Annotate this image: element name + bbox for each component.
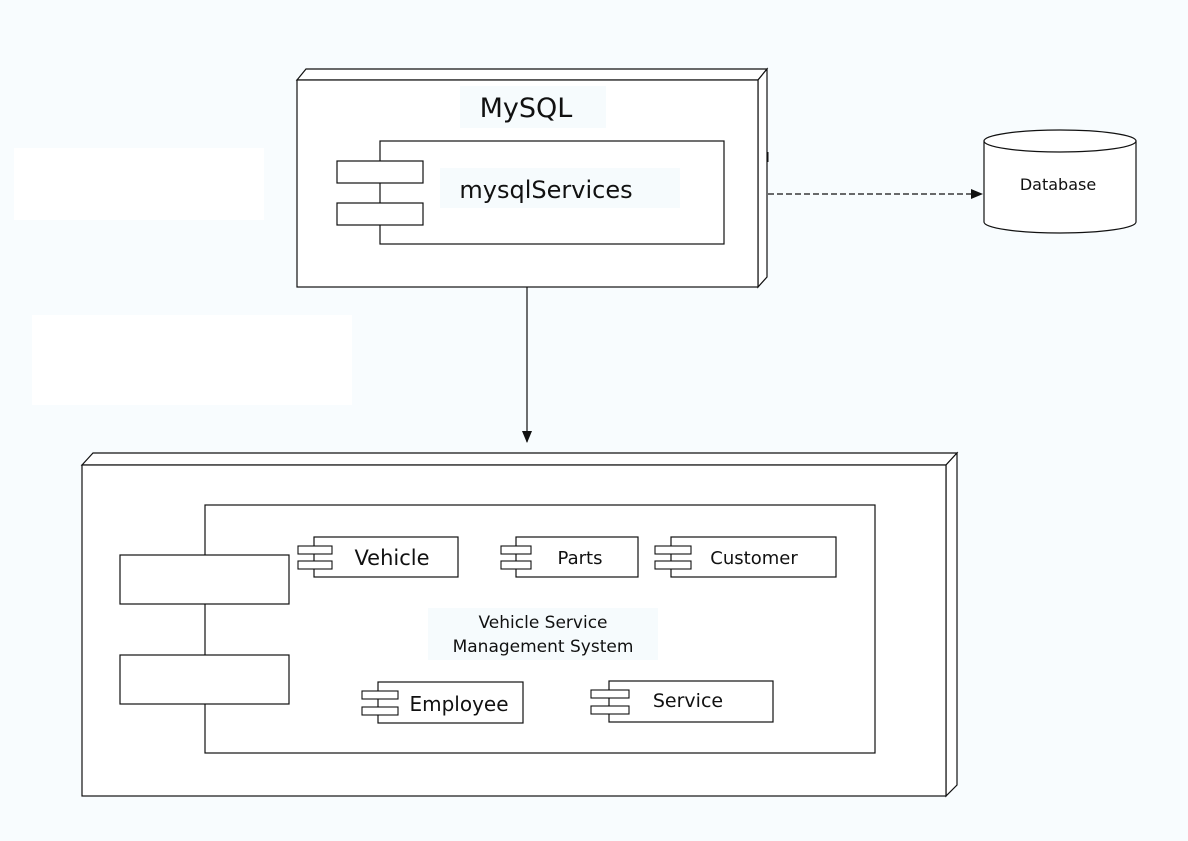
component-body	[515, 536, 639, 578]
component-icon	[654, 545, 692, 570]
node-top-face	[295, 68, 769, 81]
customer-component[interactable]: Customer	[654, 536, 837, 578]
blank-patch	[14, 148, 264, 220]
label-highlight	[440, 168, 680, 208]
employee-component[interactable]: Employee	[361, 681, 524, 724]
component-body	[377, 681, 524, 724]
parts-component[interactable]: Parts	[500, 536, 639, 578]
service-label: Service	[653, 690, 723, 712]
system-node[interactable]: Vehicle Service Management System Vehicl…	[80, 451, 959, 798]
database-label: Database	[1020, 175, 1096, 194]
customer-label: Customer	[710, 548, 798, 569]
node-side-face	[945, 451, 958, 798]
component-icon	[119, 554, 290, 705]
mysql-node[interactable]: MySQL mysqlServices	[295, 67, 769, 289]
system-title-line2: Management System	[453, 637, 634, 657]
parts-label: Parts	[558, 548, 603, 569]
employee-label: Employee	[409, 692, 508, 716]
component-icon	[361, 690, 399, 716]
database[interactable]: Database	[983, 129, 1137, 234]
vehicle-component[interactable]: Vehicle	[297, 536, 459, 578]
title-highlight	[428, 608, 658, 660]
database-cylinder-icon	[983, 129, 1137, 234]
component-body	[313, 536, 459, 578]
vehicle-label: Vehicle	[354, 546, 429, 570]
system-title-line1: Vehicle Service	[478, 613, 607, 633]
node-side-face	[757, 67, 768, 289]
blank-patch	[32, 315, 352, 405]
component-icon	[500, 545, 532, 570]
component-icon	[336, 160, 424, 226]
component-icon	[297, 545, 333, 570]
mysql-services-label: mysqlServices	[459, 176, 632, 204]
mysql-node-title: MySQL	[480, 93, 573, 124]
mysql-services-component[interactable]: mysqlServices	[336, 140, 725, 245]
component-body	[608, 680, 774, 723]
node-top-face	[80, 452, 959, 466]
component-icon	[590, 689, 630, 715]
service-component[interactable]: Service	[590, 680, 774, 723]
component-body	[670, 536, 837, 578]
title-highlight	[460, 86, 606, 128]
